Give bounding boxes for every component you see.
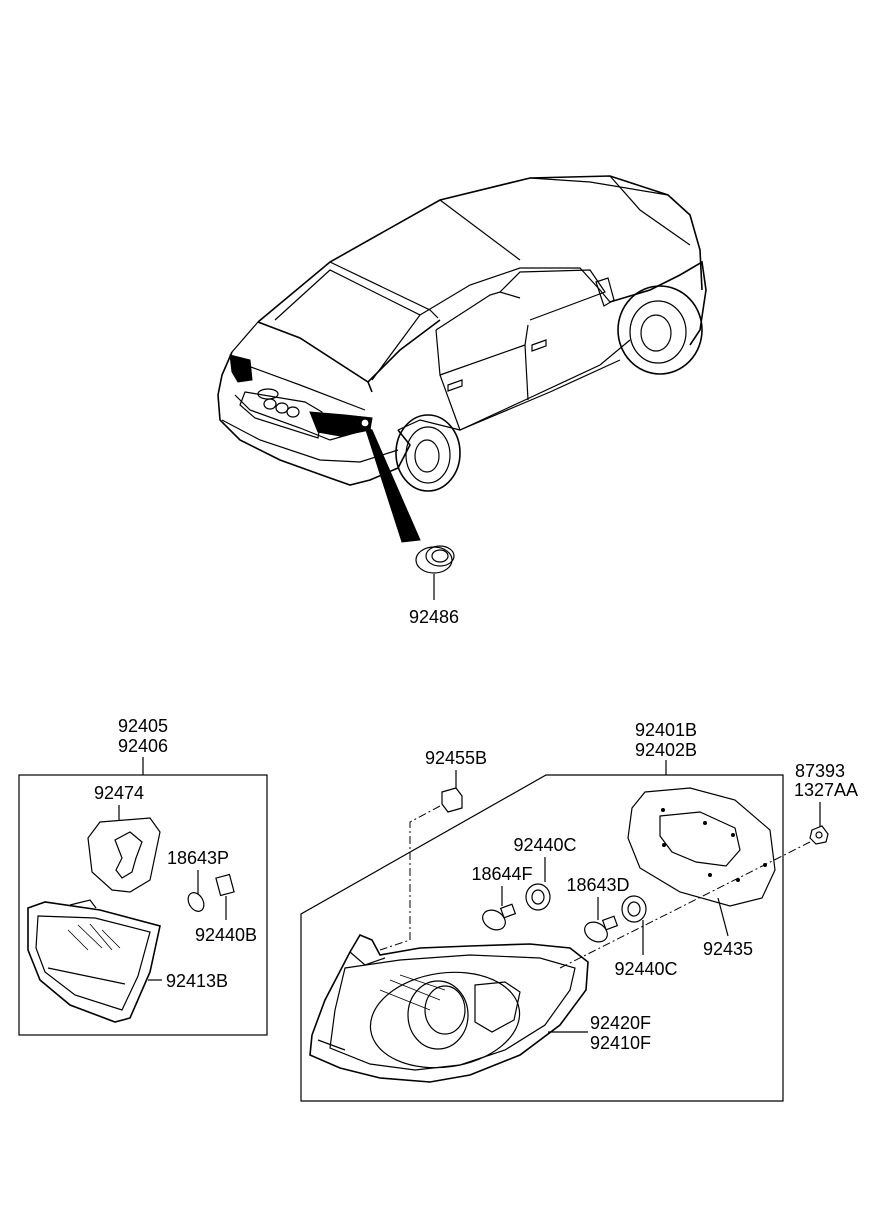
label-grommet: 92486 <box>409 607 459 627</box>
label-clip: 92455B <box>425 748 487 768</box>
rear-lamp-box <box>300 774 784 1102</box>
inner-lamp-group: 92405 92406 92474 18643P 92440B 92413B <box>18 716 268 1036</box>
label-lens-1: 92420F <box>590 1013 651 1033</box>
inner-socket-icon <box>215 873 235 920</box>
label-inner-lens: 92413B <box>166 971 228 991</box>
label-socket-2: 92440C <box>614 959 677 979</box>
label-bulb-2: 18643D <box>566 875 629 895</box>
label-rear-assy-1: 92401B <box>635 720 697 740</box>
label-inner-bulb: 18643P <box>167 848 229 868</box>
label-rear-gasket: 92435 <box>703 939 753 959</box>
socket-2-icon <box>621 895 647 923</box>
label-bulb-1: 18644F <box>471 864 532 884</box>
grommet-92486: 92486 <box>409 545 459 627</box>
socket-1-icon <box>525 883 551 911</box>
car-illustration <box>217 175 707 543</box>
inner-lens-housing-icon <box>27 899 161 1023</box>
label-inner-socket: 92440B <box>195 925 257 945</box>
label-socket-1: 92440C <box>513 835 576 855</box>
label-inner-assy-2: 92406 <box>118 736 168 756</box>
label-nut-2: 1327AA <box>794 780 858 800</box>
label-rear-assy-2: 92402B <box>635 740 697 760</box>
label-nut-1: 87393 <box>795 761 845 781</box>
label-inner-assy-1: 92405 <box>118 716 168 736</box>
clip-icon <box>379 770 463 951</box>
nut-icon <box>809 825 829 845</box>
bulb-2-icon <box>584 915 619 943</box>
bulb-1-icon <box>482 903 517 931</box>
inner-lamp-box <box>18 774 268 1036</box>
rear-lens-housing-icon <box>309 933 589 1083</box>
label-inner-gasket: 92474 <box>94 783 144 803</box>
rear-lamp-group: 92401B 92402B 92455B 92440C 18644F 18643… <box>300 720 858 1102</box>
rear-gasket-icon <box>627 787 776 907</box>
label-lens-2: 92410F <box>590 1033 651 1053</box>
